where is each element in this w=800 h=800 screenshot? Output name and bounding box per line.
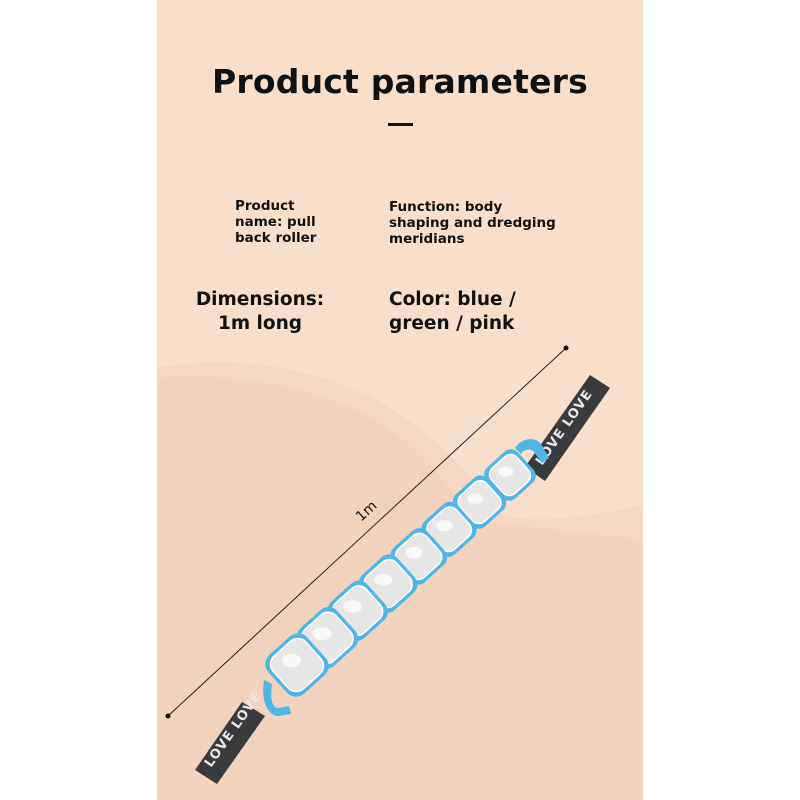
spec-function: Function: body shaping and dredging meri… bbox=[389, 199, 556, 248]
spec-color: Color: blue / green / pink bbox=[389, 289, 516, 334]
product-illustration: 1m LOVE LOVE LOVE LOVE bbox=[165, 345, 610, 784]
roller-highlight bbox=[281, 654, 302, 668]
roller-chain bbox=[265, 449, 536, 697]
dimension-line bbox=[167, 347, 567, 717]
dimension-endpoint-start bbox=[165, 713, 171, 719]
strap-upper: LOVE LOVE bbox=[525, 375, 610, 481]
roller-highlight bbox=[343, 600, 362, 613]
spec-dimensions: Dimensions: 1m long bbox=[195, 289, 325, 334]
title-underline bbox=[388, 123, 413, 126]
roller-highlight bbox=[405, 546, 423, 559]
dimension-label: 1m bbox=[353, 498, 380, 525]
roller-highlight bbox=[374, 573, 393, 586]
clip-lower bbox=[263, 680, 291, 716]
roller-highlight bbox=[436, 520, 453, 532]
roller-highlight bbox=[467, 493, 484, 504]
roller-highlight bbox=[498, 466, 514, 477]
spec-product-name: Product name: pull back roller bbox=[235, 198, 317, 247]
dimension-endpoint-end bbox=[563, 345, 569, 351]
product-panel: Product parameters Product name: pull ba… bbox=[157, 0, 643, 800]
roller-highlight bbox=[312, 627, 332, 640]
page-title: Product parameters bbox=[212, 62, 588, 101]
clip-upper bbox=[515, 439, 549, 463]
strap-lower: LOVE LOVE bbox=[195, 689, 265, 784]
